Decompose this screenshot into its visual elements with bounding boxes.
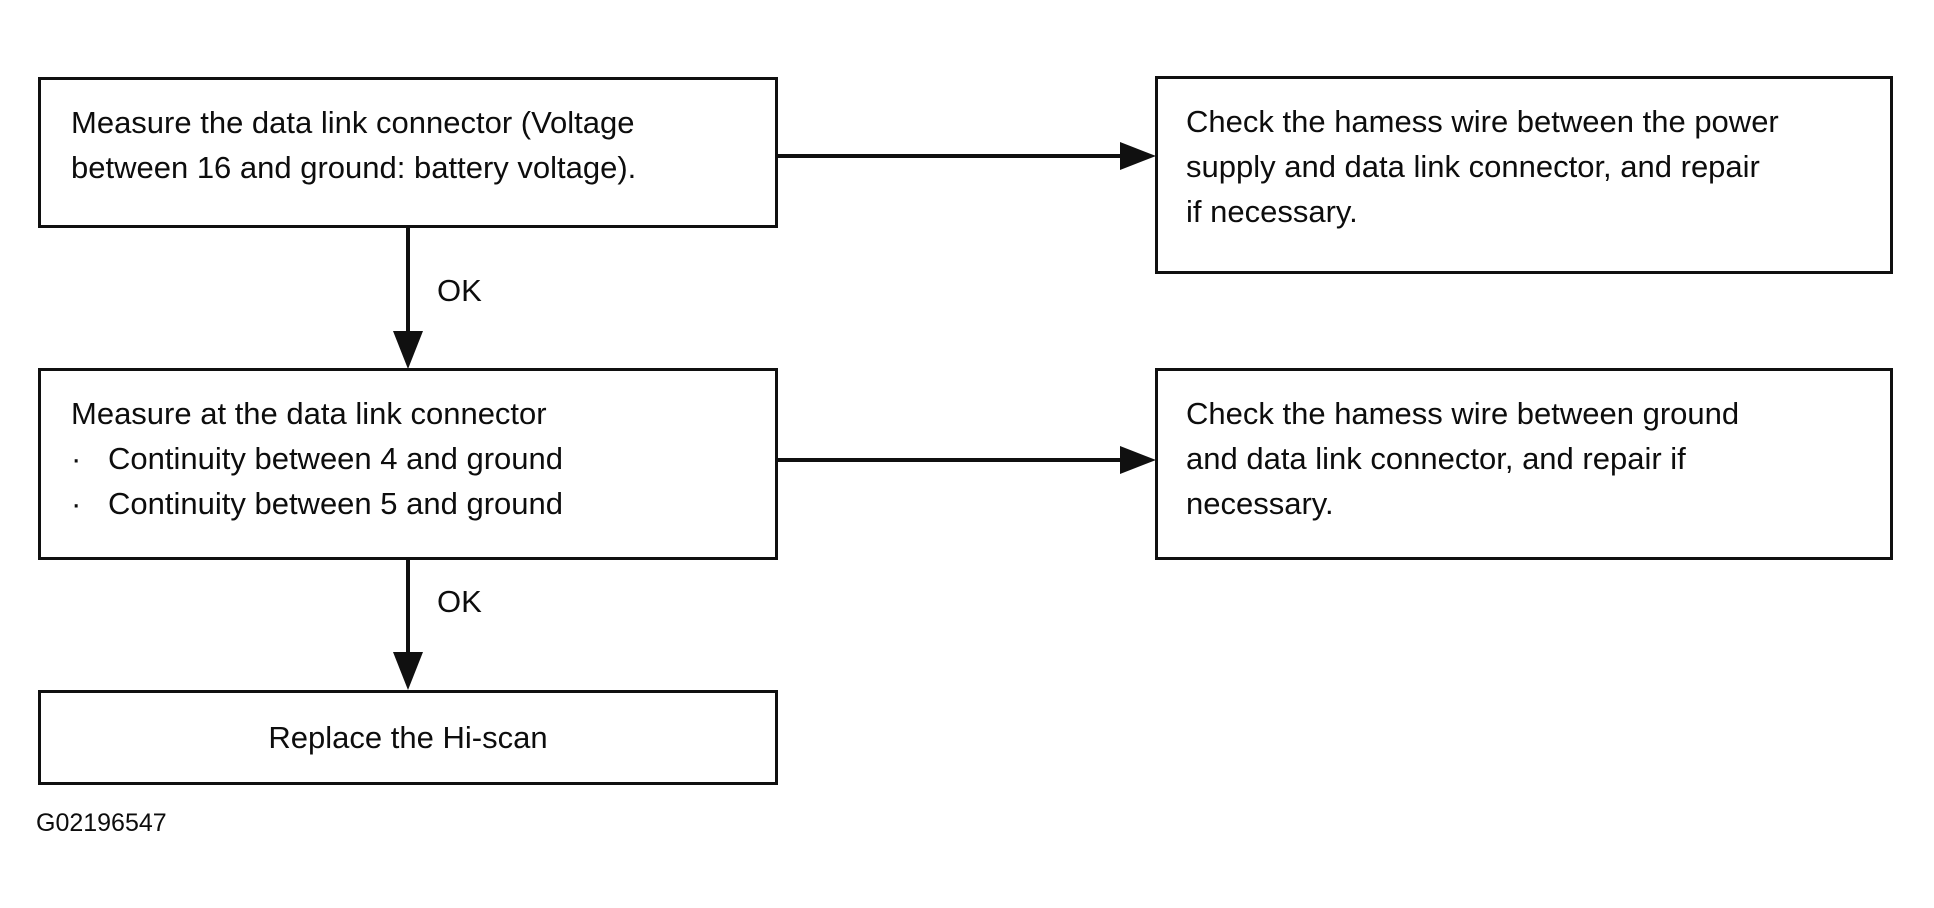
arrow-step1-to-step2-line xyxy=(406,228,410,336)
flow-box-measure-voltage-text: Measure the data link connector (Voltage… xyxy=(71,105,637,185)
arrow-step2-to-step3-line xyxy=(406,560,410,654)
arrow-right-icon xyxy=(1120,142,1156,170)
flow-box-check-harness-power: Check the hamess wire between the power … xyxy=(1155,76,1893,274)
arrow-right-icon xyxy=(1120,446,1156,474)
arrow-down-icon xyxy=(393,652,423,690)
flow-box-measure-continuity: Measure at the data link connector · Con… xyxy=(38,368,778,560)
flow-box-check-harness-power-text: Check the hamess wire between the power … xyxy=(1186,104,1779,229)
flow-box-replace-hiscan: Replace the Hi-scan xyxy=(38,690,778,785)
flow-box-replace-hiscan-text: Replace the Hi-scan xyxy=(268,720,548,755)
bullet-dot-icon: · xyxy=(71,486,82,521)
ok-label-step2-to-step3: OK xyxy=(437,584,482,619)
flow-box-measure-continuity-title: Measure at the data link connector xyxy=(71,396,547,431)
bullet-dot-icon: · xyxy=(71,441,82,476)
continuity-bullet-item: · Continuity between 5 and ground xyxy=(71,481,751,526)
continuity-bullet-text: Continuity between 5 and ground xyxy=(108,486,563,521)
continuity-bullet-text: Continuity between 4 and ground xyxy=(108,441,563,476)
figure-id-caption: G02196547 xyxy=(36,809,167,837)
arrow-step1-to-fail1-line xyxy=(778,154,1122,158)
arrow-step2-to-fail2-line xyxy=(778,458,1122,462)
ok-label-step1-to-step2: OK xyxy=(437,273,482,308)
flow-box-check-harness-ground: Check the hamess wire between ground and… xyxy=(1155,368,1893,560)
continuity-bullet-item: · Continuity between 4 and ground xyxy=(71,436,751,481)
flow-box-measure-voltage: Measure the data link connector (Voltage… xyxy=(38,77,778,228)
flow-box-check-harness-ground-text: Check the hamess wire between ground and… xyxy=(1186,396,1740,521)
arrow-down-icon xyxy=(393,331,423,369)
